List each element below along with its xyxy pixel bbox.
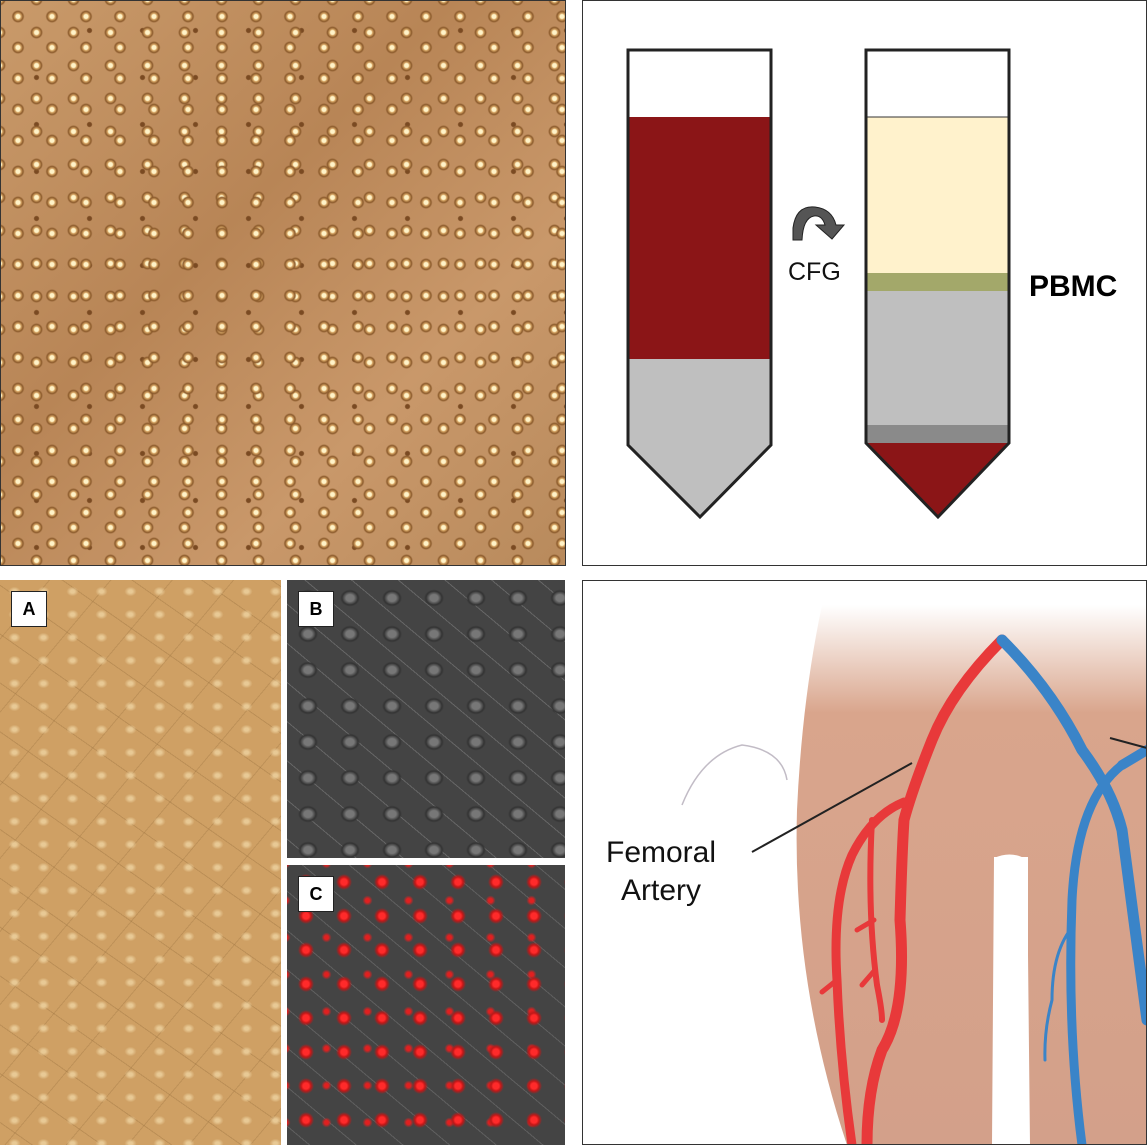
pbmc-layer — [865, 272, 1009, 291]
vein-pointer-line — [1109, 736, 1146, 749]
tube-before — [626, 48, 772, 519]
centrifuge-arrow-icon — [792, 205, 845, 240]
femoral-vein — [996, 634, 1146, 1144]
panel-label-c: C — [298, 876, 334, 912]
micrograph-a: A — [0, 580, 281, 1145]
micrograph-b: B — [287, 580, 565, 858]
femoral-artery-label: Femoral Artery — [606, 834, 716, 910]
pbmc-label: PBMC — [1029, 270, 1118, 303]
centrifugation-diagram: CFG PBMC — [582, 0, 1147, 566]
micrograph-c: C — [287, 865, 565, 1145]
panel-label-b: B — [298, 591, 334, 627]
tube-after — [864, 48, 1010, 519]
femoral-artery — [819, 634, 1007, 1144]
cfg-label: CFG — [788, 258, 841, 286]
label-line-1: Femoral — [606, 836, 717, 869]
panel-label-a: A — [11, 591, 47, 627]
artery-pointer-line — [751, 761, 912, 853]
tubes-svg — [626, 48, 1010, 519]
femoral-artery-illustration: Femoral Artery — [582, 580, 1147, 1145]
label-line-2: Artery — [621, 874, 702, 907]
leg-svg — [680, 604, 1146, 1144]
pbmc-micrograph — [0, 0, 566, 566]
